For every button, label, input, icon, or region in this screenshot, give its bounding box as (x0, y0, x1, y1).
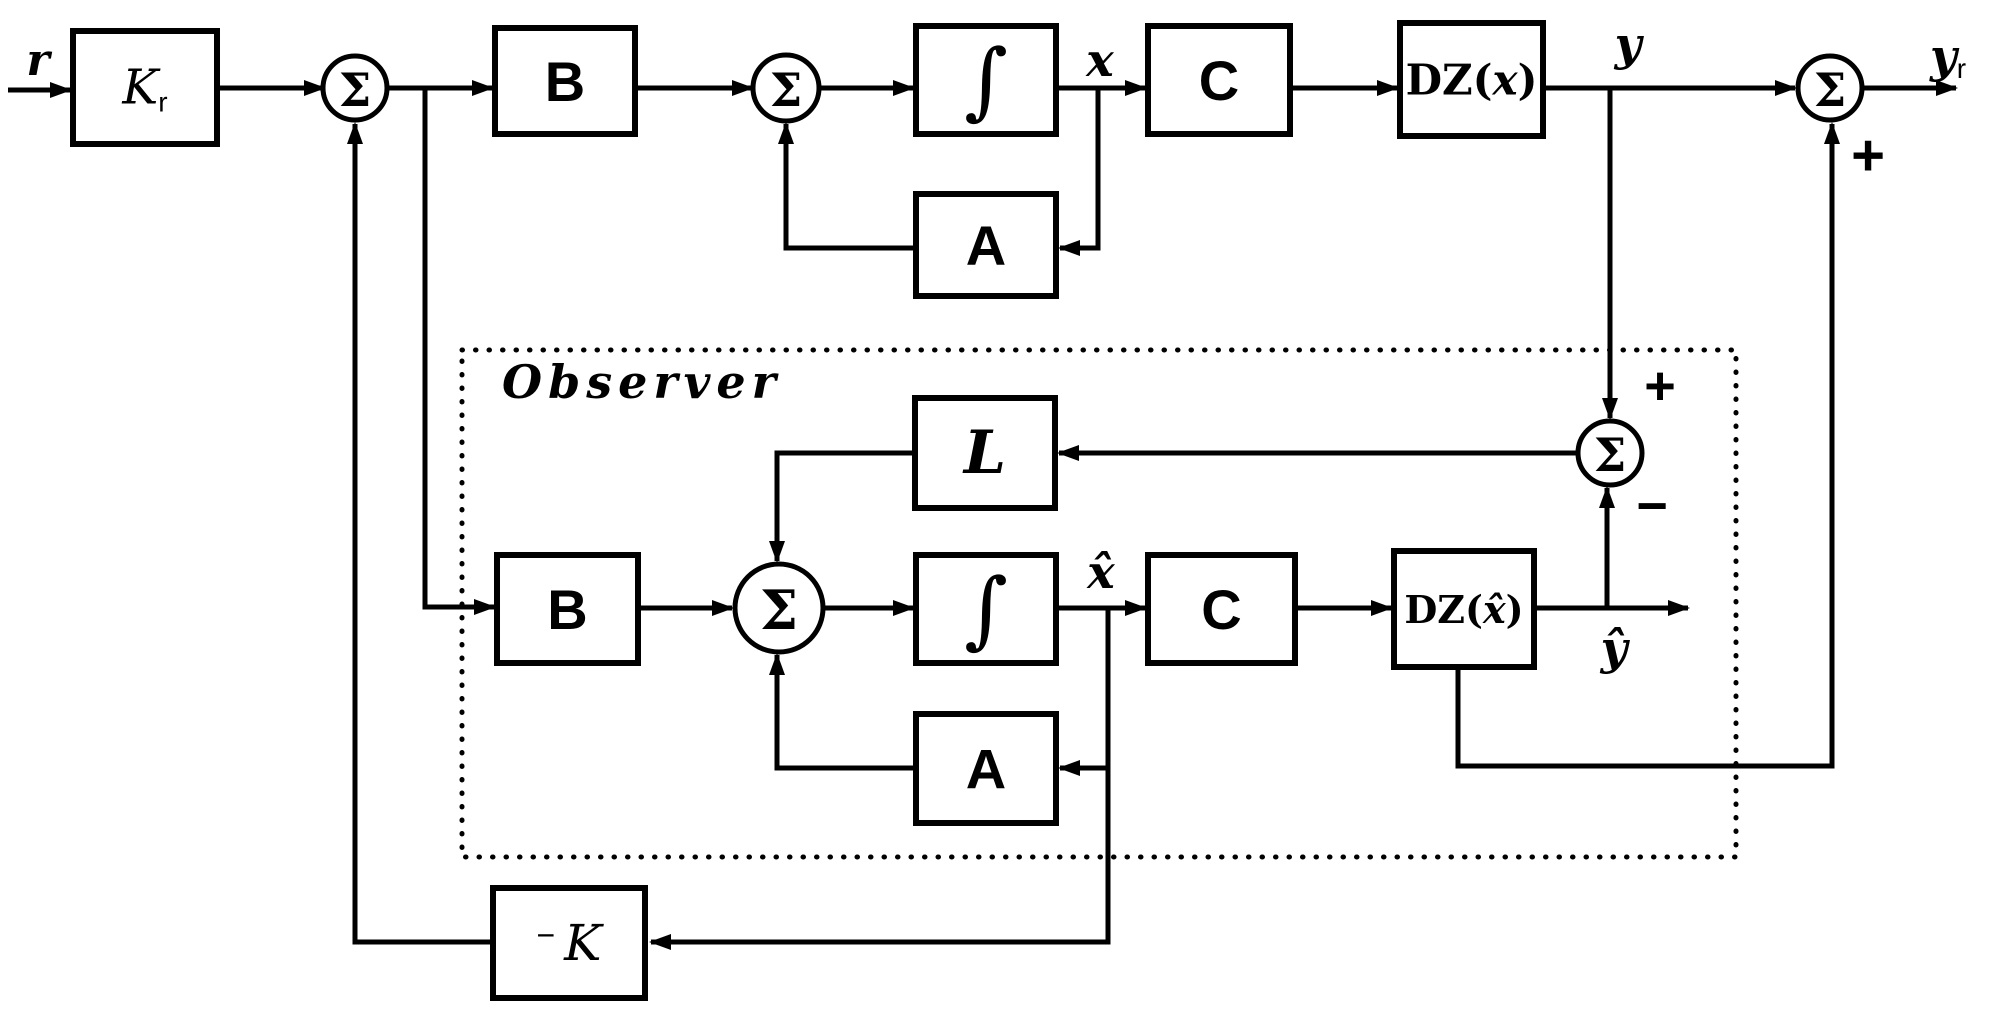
observer-boundary (459, 347, 1739, 860)
block-a-plant-label: A (966, 214, 1006, 277)
block-a-plant: A (913, 191, 1059, 299)
block-b-observer-box (494, 552, 641, 666)
block-deadzone-observer-box (1391, 548, 1537, 670)
label-state-estimate-xhat: x̂ (1086, 545, 1115, 599)
block-integrator-observer-box (913, 552, 1059, 666)
block-a-observer: A (913, 711, 1059, 826)
edge-dz2-feedback-to-sum3 (1455, 122, 1840, 769)
sum-junction-control-input-sigma: Σ (339, 63, 372, 117)
edge-l-to-sum5 (769, 450, 915, 563)
block-integrator-observer: ∫ (913, 552, 1059, 666)
block-kr-label: Kr (121, 60, 167, 118)
block-b-plant-label: B (545, 50, 585, 113)
sum-junction-observer-state: Σ (732, 561, 826, 655)
block-a-observer-label: A (966, 737, 1006, 800)
block-deadzone-plant: DZ(x) (1397, 20, 1546, 139)
edge-sum1-branch-to-b2 (422, 88, 496, 615)
label-output-estimate-yhat: ŷ (1600, 621, 1631, 675)
label-state-x: x (1085, 33, 1114, 87)
block-state-feedback-gain: − K (490, 885, 648, 1001)
block-b-plant: B (492, 25, 638, 137)
sum-junction-plant-state-sigma: Σ (770, 63, 803, 117)
block-kr: Kr (70, 28, 220, 147)
sum-junction-estimation-error-sigma: Σ (1594, 428, 1627, 482)
label-reference-r: r (26, 35, 52, 86)
sum-junction-observer-state-circle (732, 561, 826, 655)
sum-junction-control-input-circle (320, 53, 390, 123)
edge-xhat-branch-to-minusk (649, 608, 1111, 950)
sum-junction-estimation-error-circle (1575, 418, 1645, 488)
sum-junction-control-input: Σ (320, 53, 390, 123)
block-integrator-plant: ∫ (913, 23, 1059, 137)
block-c-plant: C (1145, 23, 1293, 137)
block-deadzone-plant-box (1397, 20, 1546, 139)
block-observer-gain-l-box (912, 395, 1058, 511)
sum-junction-estimation-error: Σ (1575, 418, 1645, 488)
block-c-observer-box (1145, 552, 1298, 666)
edge-minusk-to-sum1 (347, 122, 493, 945)
block-observer-gain-l-label: L (962, 418, 1006, 488)
label-output-y: y (1614, 17, 1645, 71)
block-deadzone-plant-label: DZ(x) (1406, 55, 1538, 104)
label-minus-error-sum: − (1636, 476, 1668, 536)
block-state-feedback-gain-label: − K (537, 914, 605, 972)
edge-a2-to-sum5 (769, 653, 916, 771)
block-c-plant-label: C (1199, 49, 1239, 112)
sum-junction-plant-state: Σ (750, 52, 822, 124)
block-deadzone-observer: DZ(x̂) (1391, 548, 1537, 670)
block-kr-box (70, 28, 220, 147)
block-integrator-observer-label: ∫ (964, 560, 1008, 658)
block-a-observer-box (913, 711, 1059, 826)
sum-junction-output: Σ (1795, 53, 1865, 123)
block-deadzone-observer-label: DZ(x̂) (1404, 587, 1523, 632)
sum-junction-output-circle (1795, 53, 1865, 123)
block-c-plant-box (1145, 23, 1293, 137)
sum-junction-output-sigma: Σ (1814, 63, 1847, 117)
observer-title: Observer (502, 355, 782, 409)
block-state-feedback-gain-box (490, 885, 648, 1001)
sum-junction-observer-state-sigma: Σ (760, 578, 798, 642)
block-c-observer-label: C (1201, 578, 1241, 641)
block-b-observer-label: B (547, 578, 587, 641)
edge-a1-to-sum2 (778, 122, 916, 251)
sum-junction-plant-state-circle (750, 52, 822, 124)
block-b-plant-box (492, 25, 638, 137)
block-observer-gain-l: L (912, 395, 1058, 511)
label-plus-error-sum: + (1644, 356, 1676, 416)
edge-x-branch-to-a1 (1058, 88, 1101, 256)
label-output-yr: yr (1929, 29, 1966, 84)
block-integrator-plant-box (913, 23, 1059, 137)
block-integrator-plant-label: ∫ (964, 31, 1008, 129)
label-plus-output-sum: + (1851, 123, 1885, 188)
block-c-observer: C (1145, 552, 1298, 666)
block-b-observer: B (494, 552, 641, 666)
block-a-plant-box (913, 191, 1059, 299)
